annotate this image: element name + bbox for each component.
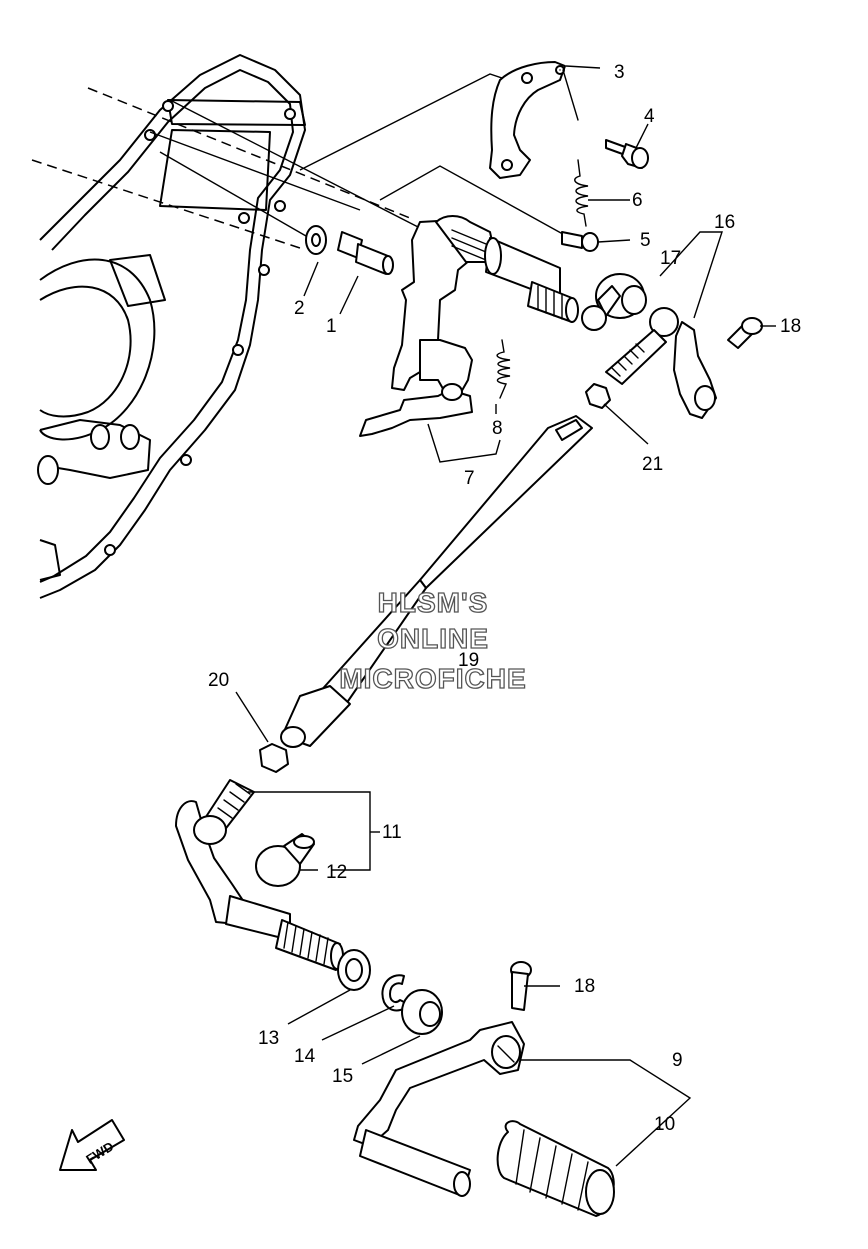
callout-11: 11: [382, 822, 402, 843]
callout-18-lower: 18: [574, 976, 595, 997]
part-16-shift-arm: [605, 307, 717, 419]
callout-5: 5: [640, 230, 651, 251]
part-19-shift-rod: [280, 415, 593, 748]
callout-2: 2: [294, 298, 305, 319]
part-8-spring: [496, 339, 511, 399]
watermark-line-3: MICROFICHE: [339, 663, 526, 694]
engine-case: [37, 54, 306, 599]
part-4-bolt: [605, 139, 649, 169]
part-12-rod-end: [255, 833, 315, 887]
callout-6: 6: [632, 190, 643, 211]
callout-4: 4: [644, 106, 655, 127]
callout-19: 19: [458, 650, 479, 671]
callout-10: 10: [654, 1114, 675, 1135]
callout-21: 21: [642, 454, 663, 475]
shift-shaft-assembly: [359, 215, 579, 437]
callout-16: 16: [714, 212, 735, 233]
part-17-rod-end: [581, 273, 647, 331]
part-6-spring: [574, 159, 589, 227]
part-18-bolt-lower: [510, 961, 532, 1011]
callout-labels: 3 4 6 5 16 17 18 21 2 1 8 7 19 20 11 12 …: [208, 62, 801, 1135]
part-14-circlip: [381, 974, 409, 1012]
part-3-stopper-lever: [489, 61, 579, 179]
leader-lines: [235, 65, 776, 1167]
watermark: HLSM'S ONLINE MICROFICHE: [339, 586, 527, 694]
callout-20: 20: [208, 670, 229, 691]
watermark-line-2: ONLINE: [377, 623, 489, 654]
fwd-arrow-icon: FWD: [59, 1119, 125, 1171]
part-18-bolt-top: [727, 317, 763, 349]
callout-8: 8: [492, 418, 503, 439]
callout-18-top: 18: [780, 316, 801, 337]
callout-15: 15: [332, 1066, 353, 1087]
part-15-bush: [401, 989, 443, 1035]
part-11-shift-shaft-lever: [175, 779, 344, 971]
callout-14: 14: [294, 1046, 316, 1067]
callout-13: 13: [258, 1028, 279, 1049]
part-13-washer: [337, 949, 371, 991]
callout-9: 9: [672, 1050, 683, 1071]
callout-3: 3: [614, 62, 625, 83]
part-1-stud: [337, 231, 394, 275]
callout-17: 17: [660, 248, 681, 269]
part-10-pedal-rubber: [496, 1120, 615, 1217]
part-21-nut: [585, 383, 611, 409]
callout-7: 7: [464, 468, 475, 489]
part-2-washer: [305, 225, 327, 255]
part-20-nut: [259, 743, 289, 773]
watermark-line-1: HLSM'S: [378, 587, 489, 618]
callout-12: 12: [326, 862, 347, 883]
callout-1: 1: [326, 316, 337, 337]
part-5-pin: [561, 231, 599, 252]
part-9-shift-pedal: [353, 1021, 525, 1197]
